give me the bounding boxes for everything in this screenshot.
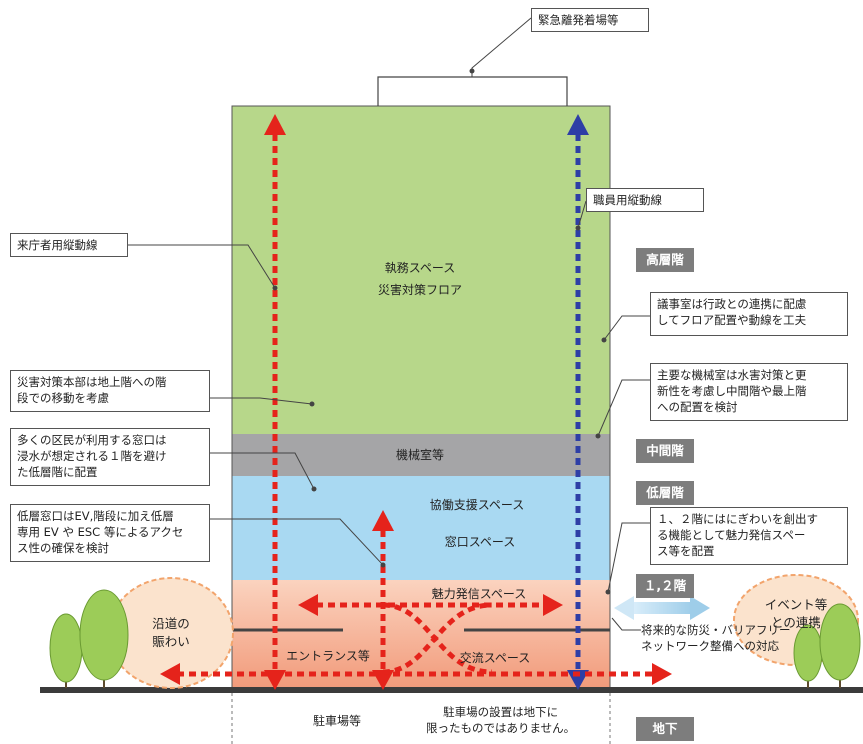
staff-route-callout: 職員用縦動線: [586, 188, 704, 212]
heliport-leader: [471, 17, 532, 77]
mid-floor-label: 機械室等: [395, 448, 444, 462]
tree-right-group: [793, 603, 861, 688]
low-counters-callout: 低層窓口はEV,階段に加え低層 専用 EV や ESC 等によるアクセ ス性の確…: [10, 504, 210, 562]
parking-label: 駐車場等: [312, 714, 361, 728]
counters-callout: 多くの区民が利用する窓口は 浸水が想定される１階を避け た低層階に配置: [10, 428, 210, 486]
disaster-leader-dot: [309, 401, 315, 407]
network-note-line-2: ネットワーク整備への対応: [641, 639, 779, 653]
network-note-line-1: 将来的な防災・バリアフリー: [641, 623, 791, 637]
mechanical-callout-line-2: 新性を考慮し中間階や最上階: [657, 384, 807, 398]
lively-callout: １、２階にはにぎわいを創出す る機能として魅力発信スペー ス等を配置: [650, 507, 848, 565]
tag-basement: 地下: [636, 717, 694, 741]
staff-route-arrow: [567, 114, 589, 690]
low-floor-block: [232, 476, 610, 580]
assembly-callout: 議事室は行政との連携に配慮 してフロア配置や動線を工夫: [650, 292, 848, 336]
tag-high-floors: 高層階: [636, 248, 694, 272]
event-blob-text: イベント等 との連携: [751, 596, 841, 632]
counters-leader-dot: [311, 486, 317, 492]
low-floor-label-1: 協働支援スペース: [429, 498, 525, 512]
visitor-leader-dot: [272, 285, 278, 291]
mechanical-callout: 主要な機械室は水害対策と更 新性を考慮し中間階や最上階 への配置を検討: [650, 363, 848, 421]
g1-space-label: 交流スペース: [459, 651, 531, 665]
ground-route-arrow: [160, 663, 672, 685]
high-floor-label-1: 執務スペース: [384, 261, 456, 275]
low-counters-callout-line-2: 専用 EV や ESC 等によるアクセ: [17, 525, 184, 539]
mechanical-callout-line-1: 主要な機械室は水害対策と更: [657, 368, 807, 382]
network-note: 将来的な防災・バリアフリー ネットワーク整備への対応: [641, 622, 791, 654]
high-floor-block: [232, 106, 610, 434]
visitor-route-callout: 来庁者用縦動線: [10, 233, 128, 257]
heliport-dot: [469, 68, 475, 74]
tag-ground-floors: １,２階: [636, 574, 694, 598]
roadside-blob-line-2: 賑わい: [152, 634, 190, 649]
low-counters-leader-dot: [380, 562, 386, 568]
low-counters-callout-line-1: 低層窓口はEV,階段に加え低層: [17, 509, 174, 523]
entrance-label: エントランス等: [286, 649, 370, 663]
roadside-blob-line-1: 沿道の: [152, 616, 190, 631]
staff-leader-dot: [575, 225, 581, 231]
parking-note: 駐車場の設置は地下に 限ったものではありません。: [426, 704, 575, 736]
parking-note-line-2: 限ったものではありません。: [426, 721, 576, 735]
disaster-hq-callout: 災害対策本部は地上階への階 段での移動を考慮: [10, 370, 210, 412]
visitor-route-arrow: [264, 114, 286, 690]
disaster-hq-callout-line-2: 段での移動を考慮: [17, 391, 109, 405]
parking-note-line-1: 駐車場の設置は地下に: [443, 705, 559, 719]
assembly-leader-dot: [601, 337, 607, 343]
network-arrow: [614, 596, 710, 620]
mechanical-leader-dot: [595, 433, 601, 439]
g2-space-label: 魅力発信スペース: [431, 587, 527, 601]
crossing-route-b: [382, 602, 493, 675]
counters-callout-line-3: た低層階に配置: [17, 465, 98, 479]
low-floor-access-arrow: [372, 510, 394, 690]
roadside-blob-text: 沿道の 賑わい: [131, 615, 211, 651]
second-floor-route-arrow: [298, 594, 563, 616]
assembly-callout-line-1: 議事室は行政との連携に配慮: [657, 297, 807, 311]
counters-callout-line-1: 多くの区民が利用する窓口は: [17, 433, 167, 447]
event-blob-line-1: イベント等: [764, 597, 828, 612]
counters-callout-line-2: 浸水が想定される１階を避け: [17, 449, 167, 463]
high-floor-label-2: 災害対策フロア: [377, 283, 462, 297]
lively-leader-dot: [605, 589, 611, 595]
lively-callout-line-3: ス等を配置: [657, 544, 715, 558]
lively-callout-line-2: る機能として魅力発信スペー: [657, 528, 806, 542]
event-blob-line-2: との連携: [771, 615, 821, 630]
mid-floor-block: [232, 434, 610, 476]
low-floor-label-2: 窓口スペース: [444, 535, 516, 549]
leader-lines: [128, 200, 650, 631]
disaster-hq-callout-line-1: 災害対策本部は地上階への階: [17, 375, 167, 389]
lively-callout-line-1: １、２階にはにぎわいを創出す: [657, 512, 818, 526]
roof-structure: [377, 76, 568, 106]
tag-low-floors: 低層階: [636, 481, 694, 505]
roadside-blob: [108, 577, 234, 689]
assembly-callout-line-2: してフロア配置や動線を工夫: [657, 313, 807, 327]
tree-left-group: [49, 589, 129, 688]
heliport-callout: 緊急離発着場等: [531, 8, 649, 32]
tag-mid-floors: 中間階: [636, 439, 694, 463]
ground-line: [40, 687, 863, 693]
low-counters-callout-line-3: ス性の確保を検討: [17, 541, 109, 555]
mechanical-callout-line-3: への配置を検討: [657, 400, 738, 414]
